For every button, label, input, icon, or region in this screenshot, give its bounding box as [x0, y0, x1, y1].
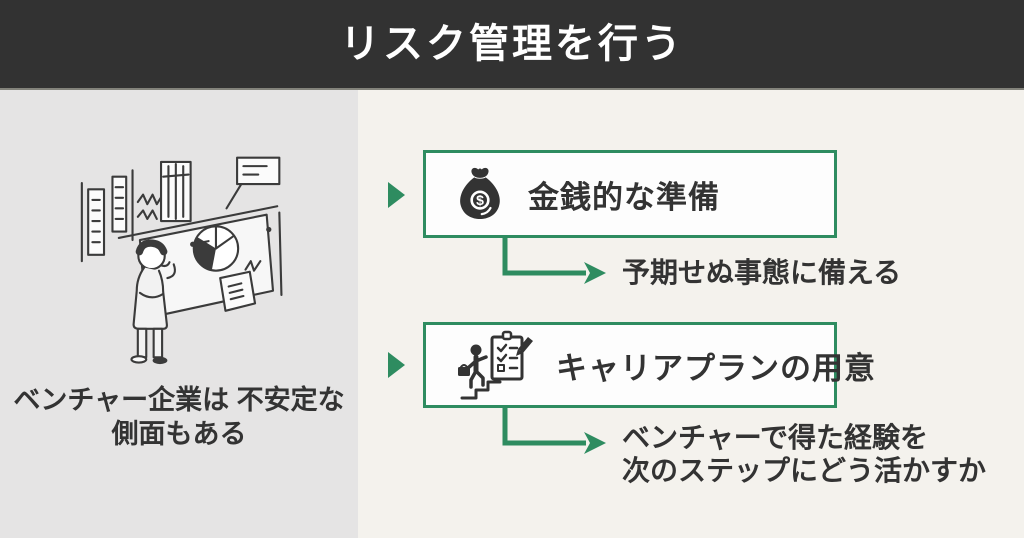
header-bar: リスク管理を行う: [0, 0, 1024, 90]
item-1-label: 金銭的な準備: [528, 179, 720, 215]
money-bag-icon: $: [460, 167, 500, 219]
career-steps-checklist-icon: [458, 330, 533, 400]
item-2-note-line-1: ベンチャーで得た経験を: [622, 422, 929, 453]
item-1-connector-arrow-icon: [502, 236, 606, 284]
item-2-pointer-triangle-icon: [388, 352, 405, 378]
item-2-label: キャリアプランの用意: [556, 350, 876, 386]
item-1-note: 予期せぬ事態に備える: [622, 256, 901, 289]
caption-line-1: ベンチャー企業は: [13, 385, 230, 415]
item-2-box: キャリアプランの用意: [423, 322, 875, 408]
item-2-note-line-2: 次のステップにどう活かすか: [622, 455, 987, 486]
page-title: リスク管理を行う: [340, 22, 684, 66]
item-1-note-line-1: 予期せぬ事態に備える: [622, 257, 902, 288]
caption-line-2: 不安定な側面もある: [111, 385, 345, 449]
svg-text:$: $: [476, 192, 484, 208]
item-1-pointer-triangle-icon: [388, 182, 405, 208]
thinking-person-illustration: [80, 156, 283, 365]
left-panel-caption: ベンチャー企業は 不安定な側面もある: [0, 384, 358, 452]
item-2-connector-arrow-icon: [502, 406, 606, 454]
left-panel: ベンチャー企業は 不安定な側面もある: [0, 90, 358, 538]
item-1-box: $ 金銭的な準備: [423, 150, 837, 238]
item-2-note: ベンチャーで得た経験を 次のステップにどう活かすか: [622, 421, 986, 487]
right-panel: $ 金銭的な準備 予期せぬ事態に備える: [358, 90, 1024, 538]
